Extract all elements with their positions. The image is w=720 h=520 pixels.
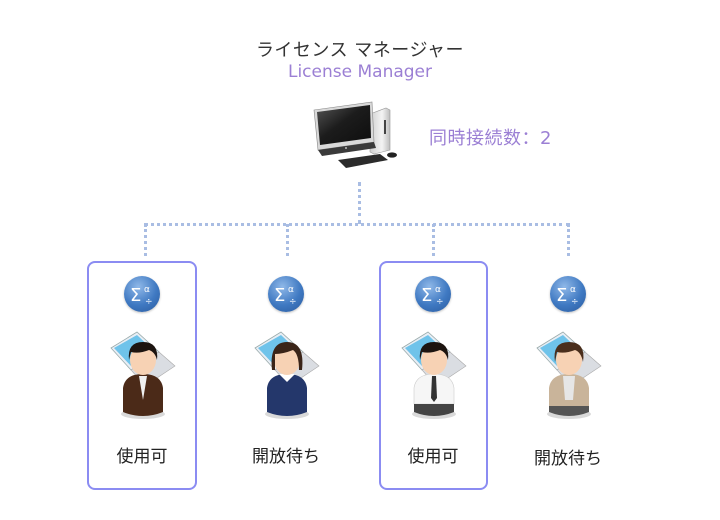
user-laptop-icon (531, 330, 607, 426)
svg-text:α: α (570, 285, 576, 295)
svg-text:Σ: Σ (274, 285, 285, 306)
connector-drop-2 (286, 224, 289, 256)
svg-text:α: α (435, 285, 441, 295)
svg-text:÷: ÷ (436, 297, 444, 307)
client-3-highlight-box (379, 261, 488, 490)
user-laptop-icon (249, 330, 325, 426)
connector-drop-4 (567, 224, 570, 256)
connector-trunk (358, 182, 361, 224)
connector-bus (144, 223, 570, 226)
title-english: License Manager (287, 62, 432, 82)
client-1-status: 使用可 (116, 447, 168, 467)
connector-drop-1 (144, 224, 147, 256)
svg-text:α: α (144, 285, 150, 295)
desktop-computer-icon (310, 98, 405, 170)
user-laptop-icon (396, 330, 472, 426)
svg-text:÷: ÷ (571, 297, 579, 307)
client-4-status: 開放待ち (534, 449, 602, 469)
svg-text:Σ: Σ (556, 285, 567, 306)
concurrent-connections-label: 同時接続数：2 (429, 128, 552, 149)
title-japanese: ライセンス マネージャー (255, 40, 465, 61)
connector-drop-3 (432, 224, 435, 256)
svg-text:÷: ÷ (145, 297, 153, 307)
user-laptop-icon (105, 330, 181, 426)
client-1-highlight-box (87, 261, 197, 490)
svg-text:α: α (288, 285, 294, 295)
svg-text:÷: ÷ (289, 297, 297, 307)
client-2-status: 開放待ち (252, 447, 320, 467)
svg-text:Σ: Σ (421, 285, 432, 306)
svg-text:Σ: Σ (130, 285, 141, 306)
client-3-status: 使用可 (407, 447, 459, 467)
